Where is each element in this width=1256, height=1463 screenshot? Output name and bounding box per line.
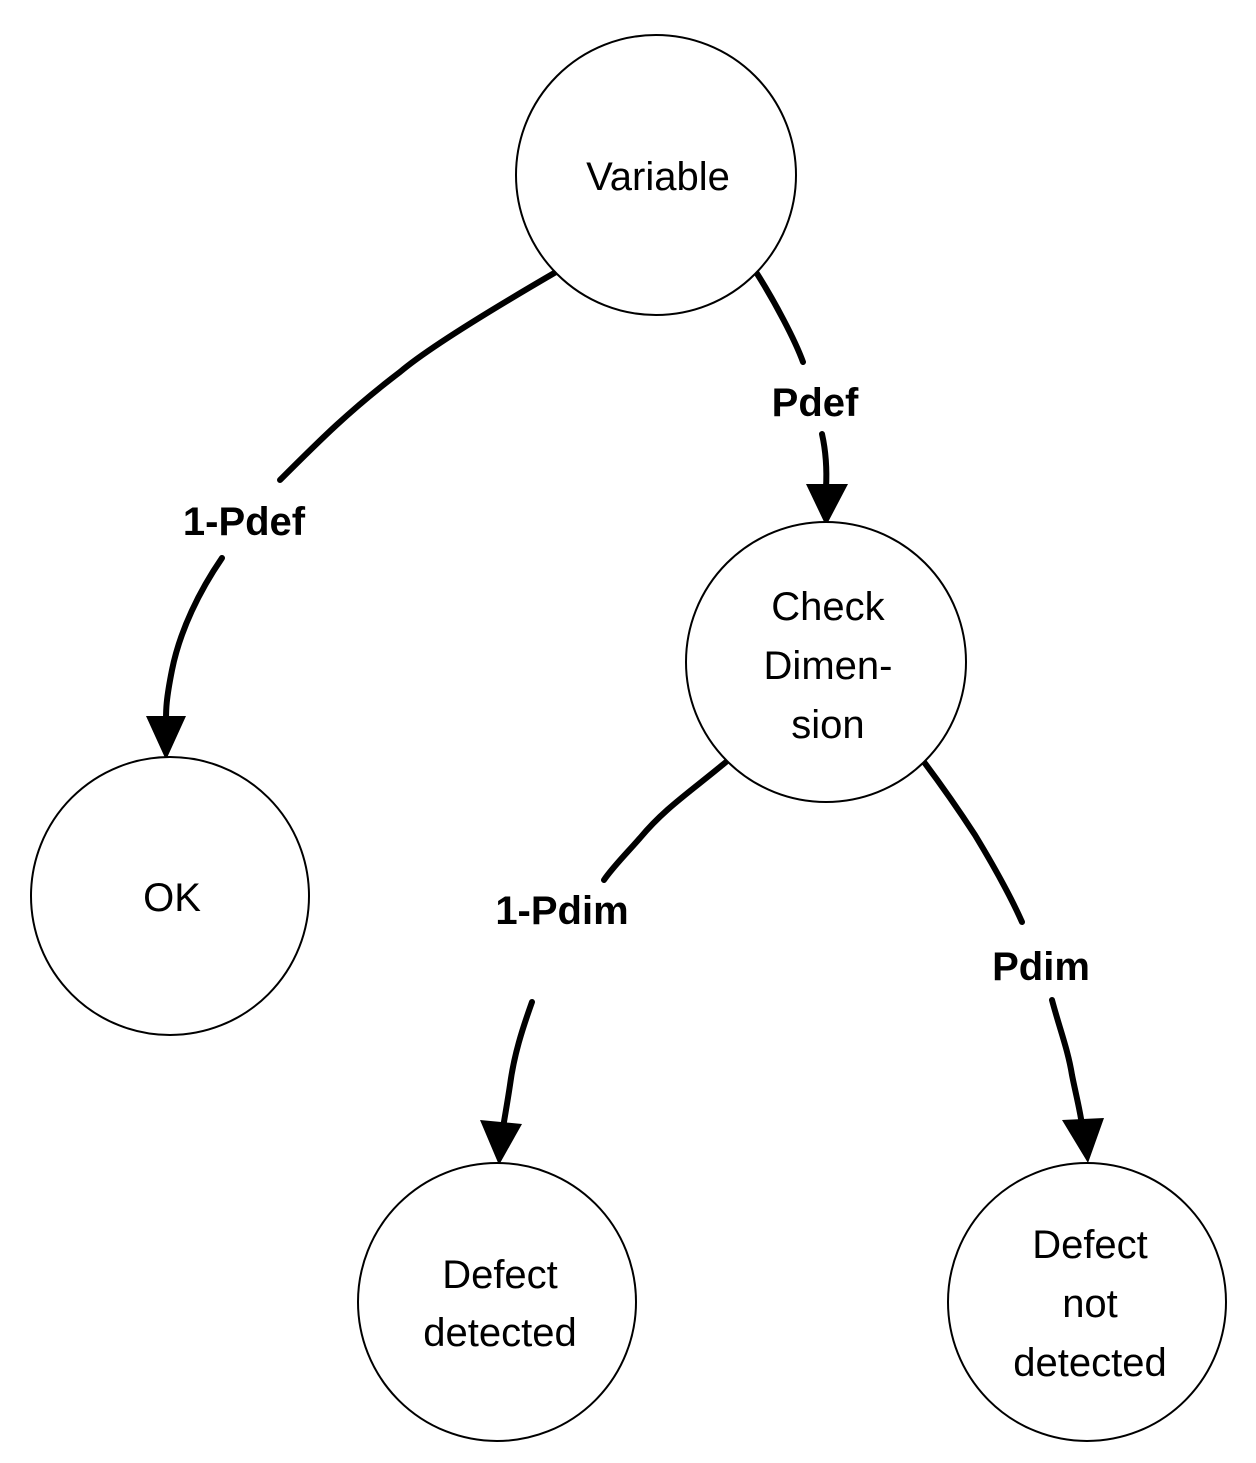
node-ok: OK <box>30 756 310 1036</box>
node-circle <box>357 1162 637 1442</box>
node-check-dimension: Check Dimen- sion <box>685 521 967 803</box>
arrow-head <box>146 716 186 760</box>
edge-label-pdim: Pdim <box>992 945 1090 989</box>
edge-line <box>921 759 1025 925</box>
node-label: detected <box>1013 1341 1166 1385</box>
node-label: sion <box>791 703 864 747</box>
node-circle <box>515 34 797 316</box>
edge-variable-to-ok: 1-Pdef <box>146 269 559 760</box>
node-label: Check <box>771 585 885 629</box>
node-defect-detected: Defect detected <box>357 1162 637 1442</box>
edge-check-to-defect-not-detected: Pdim <box>921 759 1104 1163</box>
edge-line <box>277 269 559 483</box>
node-label: OK <box>143 876 201 920</box>
edge-line <box>753 269 806 365</box>
node-label: detected <box>423 1311 576 1355</box>
arrow-head <box>806 484 848 526</box>
edge-label-1-pdef: 1-Pdef <box>183 500 306 544</box>
edge-variable-to-check: Pdef <box>753 269 859 526</box>
edge-line <box>601 759 729 883</box>
node-label: not <box>1062 1282 1118 1326</box>
node-label: Dimen- <box>764 644 893 688</box>
node-defect-not-detected: Defect not detected <box>947 1162 1227 1442</box>
edge-line <box>819 431 830 491</box>
arrow-head <box>1062 1118 1104 1163</box>
node-circle <box>30 756 310 1036</box>
node-label: Defect <box>1032 1223 1148 1267</box>
edge-line <box>1049 997 1085 1128</box>
edge-check-to-defect-detected: 1-Pdim <box>480 759 729 1165</box>
node-variable: Variable <box>515 34 797 316</box>
edge-line <box>500 999 535 1131</box>
arrow-head <box>480 1120 522 1165</box>
node-label: Variable <box>586 155 730 199</box>
node-circle <box>685 521 967 803</box>
edge-label-1-pdim: 1-Pdim <box>495 889 628 933</box>
node-circle <box>947 1162 1227 1442</box>
edge-label-pdef: Pdef <box>772 381 859 425</box>
edge-line <box>163 555 225 723</box>
node-label: Defect <box>442 1253 558 1297</box>
